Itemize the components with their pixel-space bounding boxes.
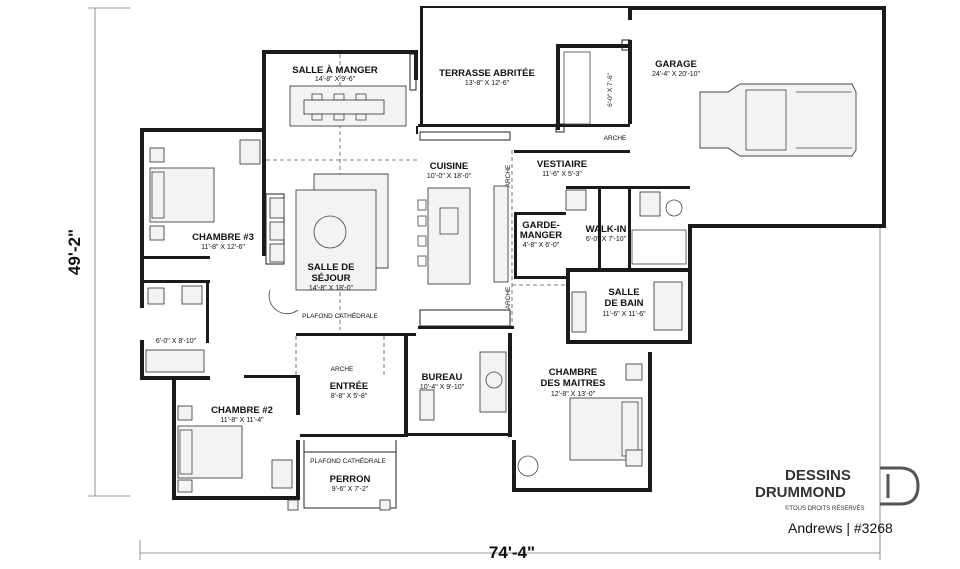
room-dims: 14'-8" X 18'-0"	[309, 285, 354, 292]
room-bureau: BUREAU 10'-4" X 9'-10"	[420, 372, 465, 391]
room-name: GARAGE	[655, 59, 697, 70]
room-name-line2: DES MAITRES	[541, 378, 606, 389]
room-dims: 4'-8" X 6'-0"	[523, 242, 560, 249]
room-name-line2: DE BAIN	[604, 298, 643, 309]
room-salle-a-manger: SALLE À MANGER 14'-8" X 9'-6"	[292, 65, 378, 83]
room-name: TERRASSE ABRITÉE	[439, 68, 535, 79]
plafond-label: PLAFOND CATHÉDRALE	[302, 311, 378, 320]
room-name: CUISINE	[430, 161, 469, 172]
room-garde-manger: GARDE- MANGER 4'-8" X 6'-0"	[520, 220, 562, 249]
room-entree: ENTRÉE 8'-8" X 5'-8"	[330, 381, 369, 400]
room-salle-de-bain: SALLE DE BAIN 11'-6" X 11'-6"	[602, 287, 646, 318]
room-dims: 6'-0" X 8'-10"	[156, 338, 197, 345]
room-name-line1: GARDE-	[522, 220, 559, 231]
brand-line1: DESSINS	[785, 467, 851, 484]
room-name-line1: CHAMBRE	[549, 367, 598, 378]
room-name: VESTIAIRE	[537, 159, 587, 170]
room-name: PERRON	[330, 474, 371, 485]
plafond-label: PLAFOND CATHÉDRALE	[310, 456, 386, 465]
room-name-line1: SALLE DE	[308, 262, 355, 273]
arche-label: ARCHE	[505, 286, 512, 309]
annotations: PLAFOND CATHÉDRALE PLAFOND CATHÉDRALE AR…	[302, 135, 627, 465]
room-name-line1: SALLE	[608, 287, 639, 298]
room-dims: 24'-4" X 20'-10"	[652, 71, 701, 78]
room-chambre-2: CHAMBRE #2 11'-8" X 11'-4"	[211, 405, 273, 424]
car-icon	[699, 83, 857, 157]
room-name: ENTRÉE	[330, 381, 369, 392]
depth-dimension: 49'-2"	[65, 229, 84, 275]
room-dims: 11'-8" X 11'-4"	[220, 417, 264, 424]
room-name: SALLE À MANGER	[292, 65, 378, 76]
room-dims: 14'-8" X 9'-6"	[315, 76, 356, 83]
arche-label: ARCHE	[505, 164, 512, 187]
plan-id: Andrews | #3268	[788, 520, 893, 536]
room-dims: 11'-6" X 11'-6"	[602, 311, 646, 318]
room-terrasse: TERRASSE ABRITÉE 13'-8" X 12'-6"	[439, 68, 535, 87]
room-bath-left: 6'-0" X 8'-10"	[156, 338, 197, 345]
room-chambre-maitres: CHAMBRE DES MAITRES 12'-8" X 13'-0"	[541, 367, 606, 398]
arche-label: ARCHE	[331, 366, 354, 373]
room-name: WALK-IN	[586, 224, 627, 235]
room-name: CHAMBRE #3	[192, 232, 254, 243]
room-cuisine: CUISINE 10'-0" X 18'-0"	[427, 161, 472, 180]
width-dimension: 74'-4"	[489, 543, 535, 562]
thin-lines	[265, 39, 631, 509]
room-dims: 6'-0" X 7'-10"	[586, 236, 627, 243]
room-walk-in: WALK-IN 6'-0" X 7'-10"	[586, 224, 627, 243]
room-name: BUREAU	[422, 372, 463, 383]
room-vestiaire: VESTIAIRE 11'-6" X 5'-3"	[537, 159, 587, 178]
room-dims: 12'-8" X 13'-0"	[551, 391, 596, 398]
dimension-lines	[88, 7, 881, 560]
room-dims: 11'-6" X 5'-3"	[542, 171, 582, 178]
room-dims: 13'-8" X 12'-6"	[465, 80, 510, 87]
room-name: CHAMBRE #2	[211, 405, 273, 416]
room-salle-sejour: SALLE DE SÉJOUR 14'-8" X 18'-0"	[308, 262, 355, 292]
copyright-text: ©TOUS DROITS RÉSERVÉS	[785, 505, 865, 512]
room-garage: GARAGE 24'-4" X 20'-10"	[652, 59, 701, 78]
room-name-line2: SÉJOUR	[311, 273, 350, 284]
drummond-logo-icon	[880, 466, 920, 506]
room-dims: 10'-4" X 9'-10"	[420, 384, 465, 391]
room-name-line2: MANGER	[520, 230, 562, 241]
arche-label: ARCHE	[604, 135, 627, 142]
room-dims: 9'-6" X 7'-2"	[332, 486, 369, 493]
room-dims: 11'-8" X 12'-6"	[201, 244, 245, 251]
walls	[140, 6, 886, 500]
room-chambre-3: CHAMBRE #3 11'-8" X 12'-6"	[192, 232, 254, 251]
furniture	[145, 51, 857, 511]
room-dims: 8'-8" X 5'-8"	[331, 393, 368, 400]
brand-block: DESSINS DRUMMOND ©TOUS DROITS RÉSERVÉS A…	[755, 466, 920, 536]
room-dims: 6'-0" X 7'-6"	[607, 72, 614, 107]
room-closet-top: 6'-0" X 7'-6"	[607, 72, 614, 107]
brand-line2: DRUMMOND	[755, 484, 846, 501]
room-dims: 10'-0" X 18'-0"	[427, 173, 472, 180]
room-perron: PERRON 9'-6" X 7'-2"	[330, 474, 371, 493]
